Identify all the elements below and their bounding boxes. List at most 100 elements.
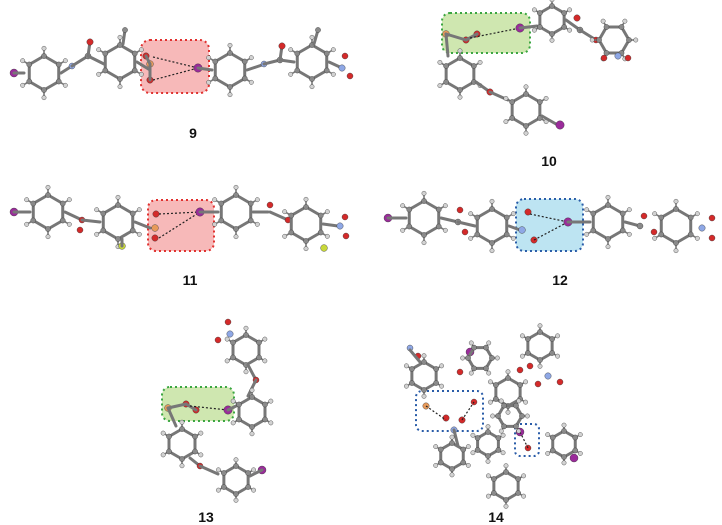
atom — [489, 206, 495, 212]
atom — [41, 95, 47, 101]
atom — [561, 428, 567, 434]
bond — [452, 428, 460, 448]
atom — [485, 458, 491, 464]
atom — [555, 333, 560, 339]
bond — [444, 32, 468, 42]
atom — [471, 63, 477, 69]
atom — [278, 42, 286, 50]
atom — [41, 53, 47, 59]
atom — [100, 210, 107, 217]
atom — [102, 67, 109, 74]
atom — [534, 380, 542, 388]
atom — [262, 401, 268, 408]
atom — [449, 472, 455, 478]
atom — [59, 217, 66, 224]
atom — [227, 92, 233, 98]
atom — [493, 396, 499, 402]
bond — [31, 219, 50, 231]
atom — [489, 248, 495, 254]
atom — [636, 222, 644, 230]
atom — [288, 47, 294, 53]
atom — [524, 208, 532, 216]
atom — [456, 206, 464, 214]
bond — [408, 348, 422, 364]
atom — [498, 398, 504, 404]
bond — [248, 468, 264, 478]
atom — [633, 37, 639, 43]
atom — [486, 340, 492, 346]
atom — [500, 432, 506, 438]
atom — [245, 470, 251, 476]
atom — [59, 200, 66, 207]
bond — [304, 231, 323, 243]
atom — [652, 211, 658, 217]
atom — [249, 387, 255, 393]
atom — [486, 493, 491, 499]
atom — [262, 416, 268, 423]
contact-line — [425, 405, 447, 421]
atom — [549, 350, 555, 356]
bond — [46, 193, 65, 205]
atom — [605, 236, 611, 242]
atom — [241, 75, 248, 82]
atom — [555, 353, 560, 359]
atom — [491, 490, 497, 496]
atom — [45, 226, 51, 232]
atom — [221, 470, 227, 476]
atom — [495, 413, 501, 419]
atom — [501, 423, 507, 430]
atom — [206, 79, 212, 85]
atom — [457, 87, 463, 93]
atom — [166, 433, 172, 440]
atom — [221, 484, 227, 490]
atom — [624, 54, 632, 62]
atom — [218, 217, 225, 224]
bond — [213, 77, 232, 89]
atom — [45, 184, 51, 190]
atom — [605, 194, 611, 200]
atom — [160, 430, 166, 436]
atom — [485, 424, 491, 429]
bond — [310, 69, 329, 81]
bond — [166, 402, 188, 410]
atom — [102, 50, 109, 57]
atom — [115, 202, 121, 208]
bond — [31, 193, 50, 205]
atom — [248, 55, 254, 61]
atom — [41, 45, 47, 51]
atom — [652, 235, 658, 241]
atom — [461, 228, 469, 236]
bond — [278, 58, 296, 64]
atom — [266, 201, 274, 209]
atom — [131, 50, 138, 57]
atom — [474, 447, 481, 453]
atom — [549, 0, 555, 3]
atom — [556, 378, 564, 386]
atom — [179, 419, 185, 425]
atom — [549, 31, 555, 37]
atom — [303, 238, 309, 244]
atom — [421, 240, 427, 246]
atom — [488, 399, 493, 405]
atom — [421, 353, 427, 359]
atom — [449, 466, 455, 472]
atom — [537, 357, 543, 363]
atom — [457, 48, 463, 54]
bond — [103, 69, 122, 81]
contact-line — [158, 211, 201, 239]
atom — [694, 211, 700, 217]
atom — [460, 459, 467, 466]
atom — [442, 203, 448, 209]
atom — [485, 429, 491, 435]
atom — [241, 58, 248, 65]
atom — [226, 330, 234, 338]
atom — [488, 379, 493, 385]
atom — [341, 213, 349, 221]
bond — [219, 193, 238, 205]
atom — [303, 246, 309, 252]
atom — [708, 234, 716, 242]
bond — [456, 220, 477, 228]
atom — [600, 54, 608, 62]
atom — [160, 452, 166, 458]
